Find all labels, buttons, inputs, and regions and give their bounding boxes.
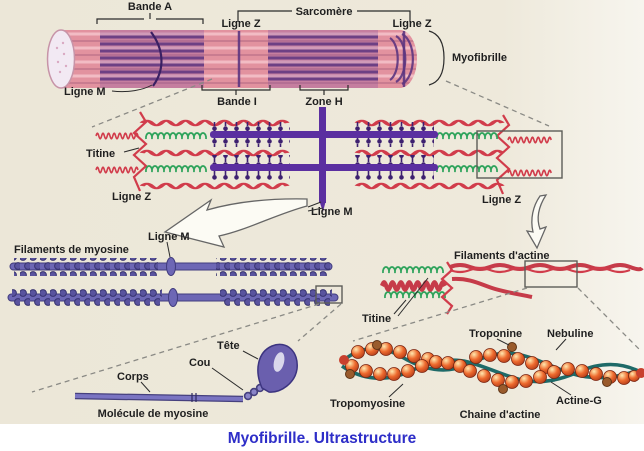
label-nebuline: Nebuline bbox=[547, 328, 593, 340]
ligne-m-pointer-2 bbox=[307, 207, 324, 212]
label-molecule-de-myosine: Molécule de myosine bbox=[98, 408, 209, 420]
bande-a-bracket bbox=[96, 13, 204, 24]
label-ligne-m-sarcomere: Ligne M bbox=[311, 206, 353, 218]
end-cap-stipple bbox=[55, 41, 68, 74]
myosin-filaments-diagram: Ligne M Filaments de myosine bbox=[7, 231, 343, 307]
actin-filaments-diagram: Filaments d'actine Titine bbox=[362, 250, 644, 325]
tropomyosine-pointer bbox=[388, 383, 404, 398]
label-ligne-z-sarcomere-right: Ligne Z bbox=[482, 194, 521, 206]
actin-g-spheres bbox=[345, 342, 640, 389]
label-ligne-z-left-top: Ligne Z bbox=[221, 18, 260, 30]
m-line-tip bbox=[319, 200, 326, 212]
myofibrille-bracket bbox=[428, 30, 445, 86]
sarcomere-detail-diagram: Titine Ligne Z Ligne M Ligne Z bbox=[86, 107, 563, 218]
ligne-m-pointer bbox=[111, 84, 153, 93]
label-filaments-dactine: Filaments d'actine bbox=[454, 250, 550, 262]
label-filaments-de-myosine: Filaments de myosine bbox=[14, 244, 129, 256]
nebuline-pointer bbox=[555, 338, 567, 351]
myofibril-labels: Bande A Ligne Z Sarcomère Ligne Z Myofib… bbox=[64, 1, 507, 108]
chain-left-tip bbox=[339, 355, 349, 365]
label-sarcomere: Sarcomère bbox=[296, 6, 353, 18]
myosin-head-highlight bbox=[273, 352, 285, 372]
label-ligne-m-cylinder: Ligne M bbox=[64, 86, 106, 98]
ligne-m-filament-pointer bbox=[166, 241, 171, 258]
label-tete: Tête bbox=[217, 340, 240, 352]
sarcomere-bracket bbox=[237, 10, 411, 22]
z-line-zigzag-left bbox=[132, 111, 148, 192]
ligne-m-pointer-1 bbox=[307, 201, 322, 208]
cylinder-end-cap bbox=[46, 29, 76, 89]
label-myofibrille: Myofibrille bbox=[452, 52, 507, 64]
label-corps: Corps bbox=[117, 371, 149, 383]
label-troponine: Troponine bbox=[469, 328, 522, 340]
label-ligne-m-filament: Ligne M bbox=[148, 231, 190, 243]
label-ligne-z-sarcomere-left: Ligne Z bbox=[112, 191, 151, 203]
actin-chain-diagram: Troponine Nebuline Tropomyosine Actine-G… bbox=[330, 328, 644, 421]
zoom-arrow-right bbox=[525, 194, 548, 250]
tete-pointer bbox=[242, 350, 259, 360]
figure-caption: Myofibrille. Ultrastructure bbox=[228, 430, 417, 447]
dashed-connector-left bbox=[91, 78, 213, 128]
myofibril-cylinder bbox=[46, 29, 417, 89]
dashed-chain-right bbox=[577, 287, 642, 352]
chain-right-tip bbox=[636, 368, 644, 378]
bande-i-bracket bbox=[201, 85, 271, 95]
m-line-curve-on-cylinder bbox=[150, 31, 163, 87]
actin-filament-bottom bbox=[451, 276, 533, 299]
dashed-chain-left bbox=[352, 287, 528, 342]
titine-actin-pointer-2 bbox=[397, 277, 429, 317]
m-line-bulge-1 bbox=[166, 257, 176, 276]
label-titine-sarcomere: Titine bbox=[86, 148, 115, 160]
label-actine-g: Actine-G bbox=[556, 395, 602, 407]
label-cou: Cou bbox=[189, 357, 210, 369]
label-titine-actin: Titine bbox=[362, 313, 391, 325]
troponine-pointer bbox=[496, 338, 510, 346]
label-tropomyosine: Tropomyosine bbox=[330, 398, 405, 410]
actin-zoom-box bbox=[476, 130, 563, 179]
dashed-connector-right bbox=[445, 80, 550, 127]
titine-actin-pointer-1 bbox=[393, 299, 407, 315]
titine-pointer bbox=[123, 147, 140, 153]
myosin-molecule-zoom-box bbox=[315, 285, 343, 304]
myosin-tail bbox=[74, 394, 244, 401]
label-ligne-z-right-top: Ligne Z bbox=[392, 18, 431, 30]
cou-pointer bbox=[211, 367, 244, 391]
m-line-bar bbox=[319, 107, 326, 203]
dashed-molecule-right bbox=[297, 303, 342, 342]
cylinder-end-stripes bbox=[389, 33, 414, 85]
label-bande-a: Bande A bbox=[128, 1, 172, 13]
m-line-bulge-2 bbox=[168, 288, 178, 307]
troponin-beads bbox=[345, 340, 612, 394]
actin-chain-zoom-box bbox=[524, 260, 578, 288]
label-bande-i: Bande I bbox=[217, 96, 257, 108]
label-zone-h: Zone H bbox=[305, 96, 342, 108]
zone-h-bracket bbox=[299, 85, 349, 95]
corps-pointer bbox=[140, 381, 151, 393]
caption-strip bbox=[0, 424, 644, 451]
label-chaine-dactine: Chaine d'actine bbox=[460, 409, 541, 421]
myosin-molecule-diagram: Corps Cou Tête Molécule de myosine bbox=[74, 340, 298, 420]
actine-g-pointer bbox=[550, 381, 572, 396]
zoom-arrow-left bbox=[163, 198, 308, 248]
